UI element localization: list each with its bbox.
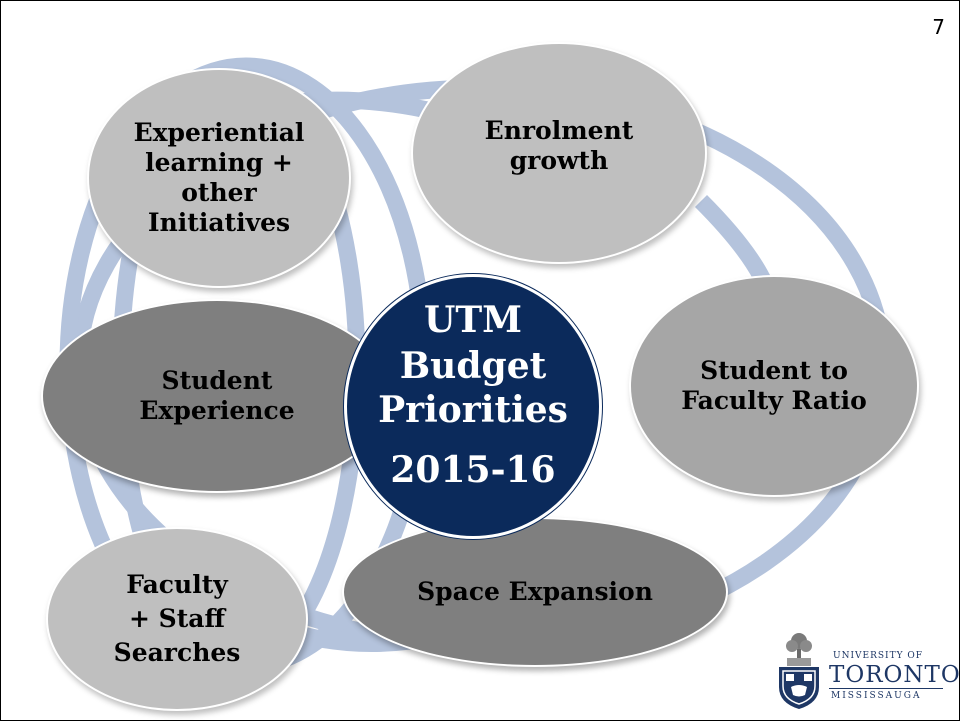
- enrolment-growth-label: Enrolment growth: [484, 116, 634, 175]
- enrolment-growth-bubble: Enrolment growth: [411, 42, 707, 264]
- crest-icon: [779, 633, 819, 709]
- faculty-staff-searches-label: Faculty + Staff Searches: [113, 570, 241, 667]
- center-line-priorities: Priorities: [378, 389, 568, 431]
- center-priorities-circle: UTM Budget Priorities 2015-16: [344, 274, 602, 539]
- center-line-year: 2015-16: [390, 449, 556, 491]
- logo-university-of: UNIVERSITY OF: [833, 651, 924, 661]
- faculty-staff-searches-bubble: Faculty + Staff Searches: [46, 527, 308, 711]
- university-logo: UNIVERSITY OF TORONTO MISSISSAUGA: [773, 631, 959, 713]
- student-faculty-ratio-bubble: Student to Faculty Ratio: [629, 275, 919, 497]
- space-expansion-bubble: Space Expansion: [342, 517, 728, 667]
- center-line-budget: Budget: [399, 345, 547, 387]
- page-number: 7: [932, 15, 945, 39]
- logo-toronto: TORONTO: [829, 662, 960, 688]
- center-line-utm: UTM: [423, 299, 523, 341]
- student-experience-label: Student Experience: [139, 366, 295, 425]
- student-experience-bubble: Student Experience: [41, 299, 393, 493]
- student-faculty-ratio-label: Student to Faculty Ratio: [681, 356, 867, 415]
- experiential-learning-bubble: Experiential learning + other Initiative…: [87, 68, 351, 288]
- logo-mississauga: MISSISSAUGA: [831, 691, 922, 701]
- logo-divider: [829, 688, 943, 689]
- space-expansion-label: Space Expansion: [417, 577, 653, 606]
- experiential-learning-label: Experiential learning + other Initiative…: [133, 118, 305, 237]
